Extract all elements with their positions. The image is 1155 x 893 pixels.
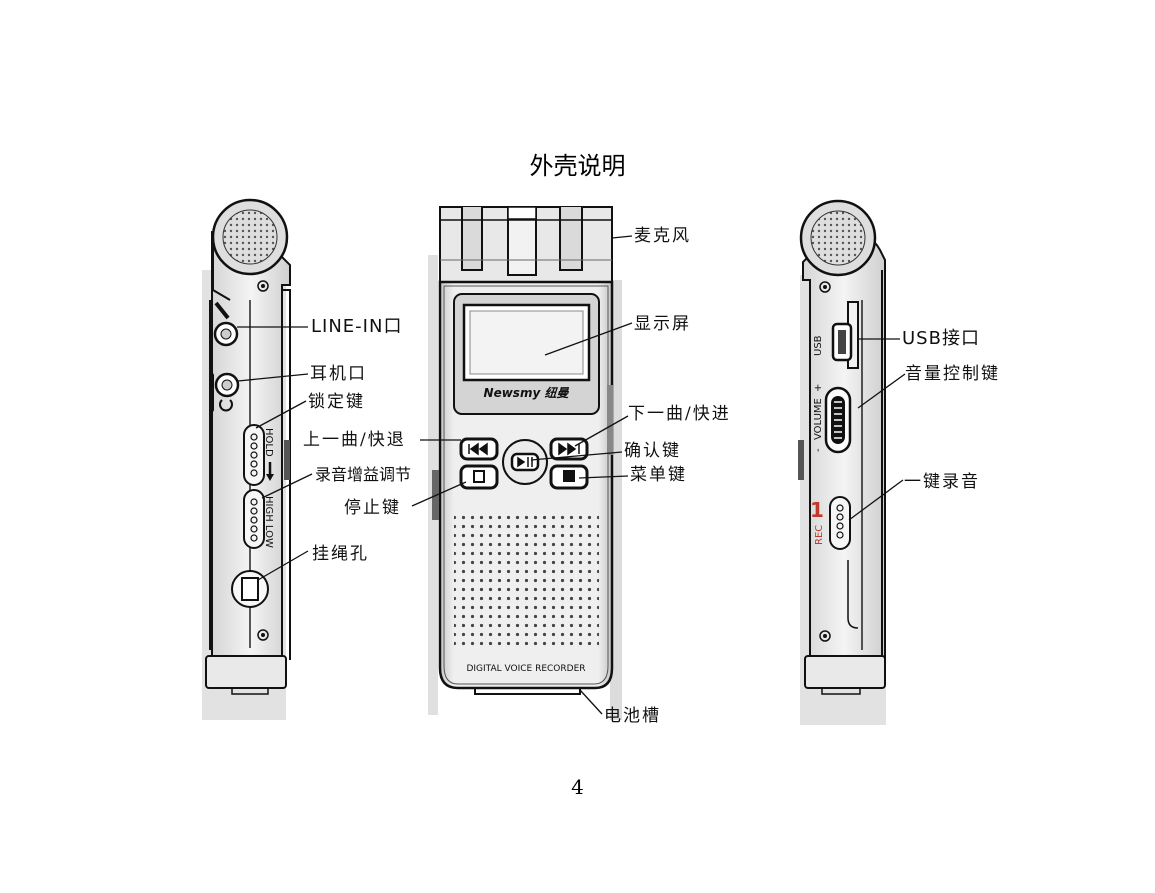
label-volume-key: 音量控制键	[905, 364, 1000, 384]
front-caption: DIGITAL VOICE RECORDER	[466, 664, 585, 674]
label-line-in: LINE-IN口	[311, 316, 403, 337]
volume-minus-mark: -	[813, 448, 824, 452]
volume-mark: VOLUME	[813, 398, 824, 440]
brand-logo: Newsmy 纽曼	[484, 386, 570, 400]
label-next-forward: 下一曲/快进	[628, 404, 731, 424]
label-one-key-record: 一键录音	[904, 472, 980, 492]
left-side-view: HOLD HIGH LOW	[202, 198, 291, 720]
label-display: 显示屏	[634, 314, 691, 334]
label-lanyard-hole: 挂绳孔	[312, 544, 369, 564]
hold-mark: HOLD	[263, 428, 274, 457]
label-earphone: 耳机口	[310, 364, 367, 384]
label-confirm-key: 确认键	[624, 441, 681, 461]
label-gain-adjust: 录音增益调节	[315, 465, 412, 484]
rec-number-mark: 1	[810, 498, 824, 522]
label-hold-key: 锁定键	[308, 392, 365, 412]
volume-plus-mark: +	[813, 384, 824, 392]
leader-lines	[237, 235, 906, 715]
high-low-mark: HIGH LOW	[263, 496, 274, 548]
label-stop-key: 停止键	[344, 498, 401, 518]
label-usb-port: USB接口	[902, 328, 980, 349]
label-menu-key: 菜单键	[630, 465, 687, 485]
label-battery-slot: 电池槽	[604, 706, 661, 726]
right-side-view: USB VOLUME + - 1 REC	[798, 199, 886, 725]
usb-mark: USB	[813, 335, 824, 356]
label-microphone: 麦克风	[634, 226, 691, 246]
rec-mark: REC	[814, 525, 825, 545]
front-view: Newsmy 纽曼 DIGITAL VOICE RECORDER	[428, 206, 622, 720]
page-number: 4	[571, 775, 584, 799]
page-title: 外壳说明	[529, 152, 626, 180]
label-prev-rewind: 上一曲/快退	[303, 430, 406, 450]
